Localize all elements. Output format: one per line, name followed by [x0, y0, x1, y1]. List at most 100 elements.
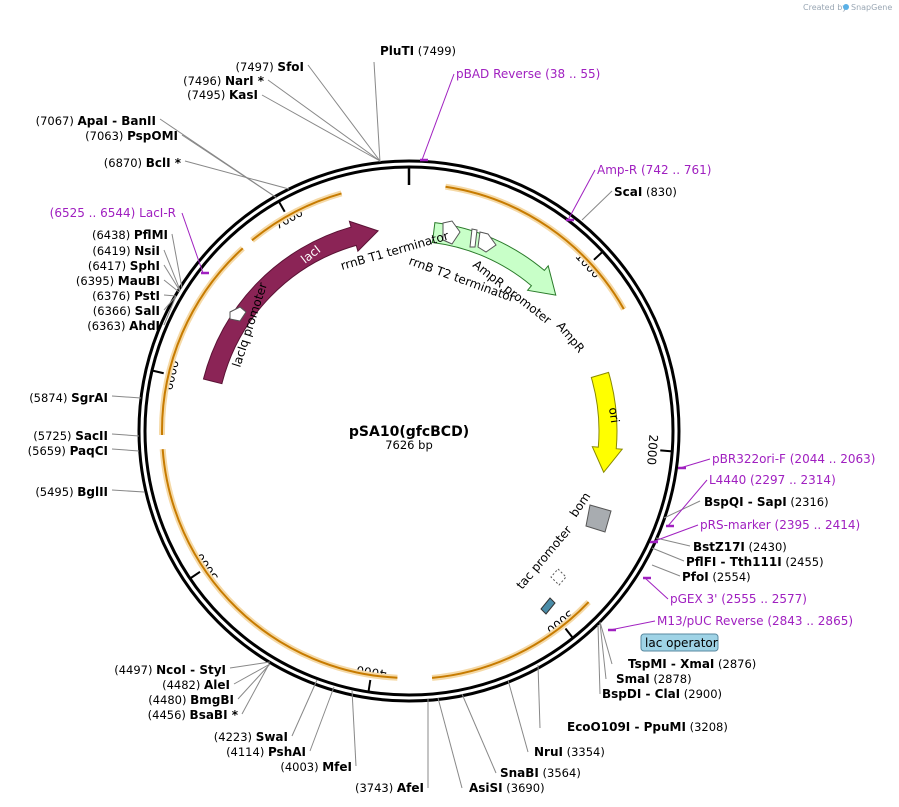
site-position: (4497): [114, 663, 156, 677]
ori-label: ori: [606, 406, 622, 423]
site-line: [309, 686, 335, 752]
primer-line: [667, 479, 708, 527]
site-line: [163, 295, 177, 311]
site-line: [111, 448, 140, 452]
orf-arc: [431, 601, 590, 679]
primer-range: (2843 .. 2865): [764, 614, 854, 628]
site-line: [163, 295, 177, 326]
site-line: [181, 134, 278, 199]
primer-label: Amp-R (742 .. 761): [597, 163, 711, 177]
site-name: BspDI: [602, 687, 641, 701]
site-name: SgrAI: [71, 391, 108, 405]
site-label: (6417) SphI: [88, 259, 160, 273]
site-label: EcoO109I - PpuMI (3208): [567, 720, 728, 734]
site-position: (5725): [33, 429, 75, 443]
site-label: PluTI (7499): [380, 44, 456, 58]
primer-line: [567, 169, 596, 221]
site-position: (7063): [85, 129, 127, 143]
site-labels: PluTI (7499)(7497) SfoI(7496) NarI *(749…: [28, 44, 876, 795]
primer-name: LacI-R: [139, 206, 176, 220]
site-lines: [111, 61, 711, 789]
site-line: [163, 264, 181, 292]
site-label: (4482) AleI: [162, 678, 230, 692]
lac-operator-glyph: [550, 568, 567, 586]
site-name: PfoI: [682, 570, 709, 584]
site-name-2: - ClaI: [641, 687, 680, 701]
primer-range: (6525 .. 6544): [50, 206, 140, 220]
site-position: (6366): [93, 304, 135, 318]
site-name: SalI: [135, 304, 160, 318]
primer-label: pBAD Reverse (38 .. 55): [456, 67, 600, 81]
site-position: (6417): [88, 259, 130, 273]
site-name: KasI: [229, 88, 258, 102]
site-position: (6419): [92, 244, 134, 258]
site-position: (6376): [92, 289, 134, 303]
site-name: NruI: [534, 745, 563, 759]
site-position: (5659): [28, 444, 70, 458]
site-label: (4456) BsaBI *: [148, 708, 239, 722]
site-position: (7497): [236, 60, 278, 74]
primer-label: pRS-marker (2395 .. 2414): [700, 518, 860, 532]
primer-range: (2555 .. 2577): [717, 592, 807, 606]
site-position: (7067): [36, 114, 78, 128]
site-line: [437, 697, 463, 789]
site-label: (6366) SalI: [93, 304, 160, 318]
site-name: MfeI: [322, 760, 352, 774]
site-line: [507, 679, 529, 753]
plasmid-length: 7626 bp: [385, 438, 433, 452]
site-line: [163, 249, 181, 291]
rrnB-T2-terminator-glyph: [469, 228, 478, 248]
site-label: AsiSI (3690): [469, 781, 545, 795]
snapgene-logo-icon: [843, 4, 849, 10]
orf-arc: [161, 247, 244, 435]
site-name: ApaI: [77, 114, 107, 128]
site-name: AhdI: [129, 319, 160, 333]
site-label: (6870) BclI *: [104, 156, 182, 170]
site-line: [111, 395, 142, 399]
site-name: SwaI: [256, 730, 288, 744]
site-label: (6376) PstI: [92, 289, 160, 303]
ampr-promoter-glyph: [477, 231, 497, 253]
site-name: NcoI: [156, 663, 186, 677]
site-position: (7496): [183, 74, 225, 88]
site-label: (6419) NsiI: [92, 244, 160, 258]
primer-name: pRS-marker: [700, 518, 771, 532]
site-label: (4114) PshAI: [226, 745, 306, 759]
tick-mark: [277, 200, 286, 213]
site-name-2: - XmaI: [667, 657, 715, 671]
site-name: SnaBI: [500, 766, 539, 780]
tick-mark: [189, 570, 201, 580]
site-label: (7496) NarI *: [183, 74, 265, 88]
site-line: [291, 679, 318, 737]
site-label: (6363) AhdI: [87, 319, 160, 333]
site-label: BspDI - ClaI (2900): [602, 687, 722, 701]
primer-line: [679, 458, 711, 469]
primer-label: M13/pUC Reverse (2843 .. 2865): [657, 614, 853, 628]
lac-operator-label: lac operator: [645, 636, 718, 650]
site-position: (4003): [280, 760, 322, 774]
site-position: (3564): [539, 766, 581, 780]
primer-range: (2297 .. 2314): [746, 473, 836, 487]
site-position: (2316): [787, 495, 829, 509]
site-name: BmgBI: [190, 693, 234, 707]
site-position: (3743): [355, 781, 397, 795]
site-line: [229, 661, 271, 669]
site-name: PshAI: [268, 745, 306, 759]
site-name: AfeI: [397, 781, 424, 795]
site-position: (6870): [104, 156, 146, 170]
site-name: PstI: [134, 289, 160, 303]
tick-mark: [660, 449, 673, 453]
ampr-label: AmpR: [554, 319, 588, 355]
site-line: [233, 663, 271, 685]
site-line: [537, 664, 541, 729]
site-label: (6438) PflMI: [92, 228, 168, 242]
site-line: [163, 279, 180, 293]
site-label: TspMI - XmaI (2876): [628, 657, 756, 671]
primer-line: [609, 620, 656, 631]
site-name: PaqCI: [70, 444, 108, 458]
site-position: (2430): [745, 540, 787, 554]
site-line: [373, 61, 381, 163]
site-position: (2455): [782, 555, 824, 569]
primer-name: Amp-R: [597, 163, 637, 177]
